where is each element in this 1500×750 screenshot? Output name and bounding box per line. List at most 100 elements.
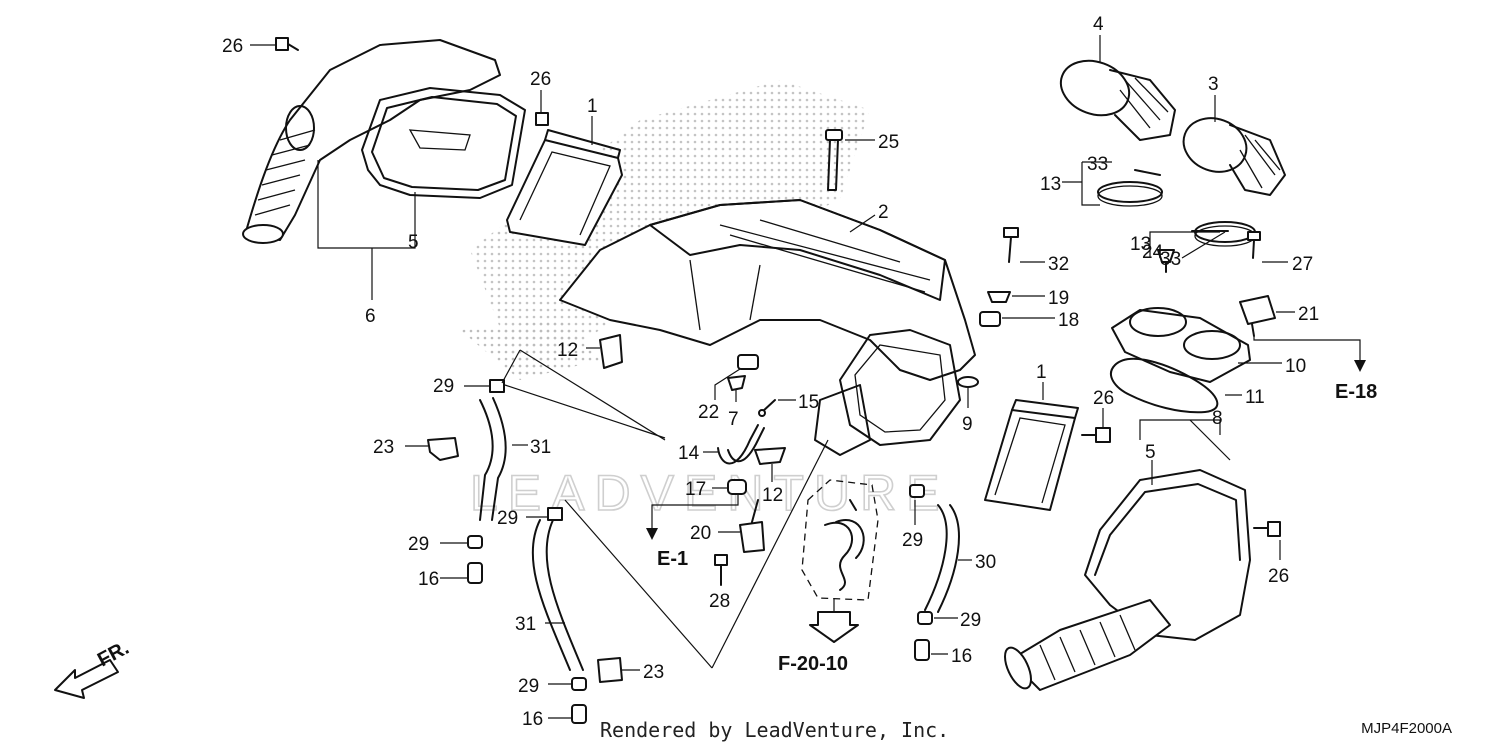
- seal-12-upper: [586, 334, 623, 369]
- diagram-code: MJP4F2000A: [1361, 720, 1452, 737]
- callout: 19: [1048, 288, 1069, 309]
- air-intake-duct-right: [1004, 469, 1251, 691]
- callout: 10: [1285, 356, 1306, 377]
- sensor-21: [1239, 295, 1366, 372]
- f-20-10-group: [801, 479, 879, 643]
- callout: 17: [685, 479, 706, 500]
- bolt-26d: [1253, 521, 1281, 537]
- screw-28: [714, 554, 728, 586]
- spring-18: [979, 311, 1055, 327]
- watermark-text: LEADVENTURE: [470, 465, 950, 521]
- callout-labels: 26 26 1 25 2 6 5 4 3 13 33 13 33 32 27 2…: [222, 14, 1377, 730]
- callout: 8: [1212, 408, 1223, 429]
- callout: 16: [951, 646, 972, 667]
- air-filter-element-lower: [984, 399, 1079, 511]
- callout: 4: [1093, 14, 1104, 35]
- air-filter-element-upper: [506, 129, 623, 246]
- callout: 33: [1160, 249, 1181, 270]
- callout: 12: [557, 340, 578, 361]
- intake-funnel-3: [1182, 117, 1286, 196]
- callout: 16: [522, 709, 543, 730]
- clamp-13-upper: [1097, 169, 1163, 207]
- callout: 21: [1298, 304, 1319, 325]
- callout: 26: [530, 69, 551, 90]
- intake-funnel-4: [1059, 59, 1176, 141]
- callout: 29: [902, 530, 923, 551]
- callout: 29: [960, 610, 981, 631]
- callout: 13: [1040, 174, 1061, 195]
- callout: 20: [690, 523, 711, 544]
- vent-hose-30: [909, 484, 972, 613]
- plug-16-a: [467, 562, 483, 584]
- plug-16-b: [571, 704, 587, 724]
- callout: 3: [1208, 74, 1219, 95]
- callout: 1: [1036, 362, 1047, 383]
- bolt-24: [1157, 249, 1175, 273]
- callout: 1: [587, 96, 598, 117]
- callout: 13: [1130, 234, 1151, 255]
- callout: 12: [762, 485, 783, 506]
- drain-hose-31-lower: [531, 439, 829, 671]
- callout: 14: [678, 443, 700, 464]
- clip-9: [957, 376, 979, 408]
- callout: 26: [222, 36, 243, 57]
- callout: 5: [408, 232, 419, 253]
- callout: 9: [962, 414, 973, 435]
- clamp-29-b: [571, 677, 587, 691]
- callout: 26: [1093, 388, 1114, 409]
- grommet-7: [727, 375, 746, 402]
- footer-credit: Rendered by LeadVenture, Inc.: [600, 718, 950, 742]
- screw-15: [758, 399, 796, 417]
- front-direction-arrow: FR.: [54, 637, 133, 699]
- ref-e18: E-18: [1335, 381, 1377, 403]
- callout: 31: [515, 614, 536, 635]
- gasket-11: [1110, 357, 1242, 414]
- clip-23-upper: [405, 437, 459, 461]
- ref-e1: E-1: [657, 548, 688, 570]
- callout: 15: [798, 392, 819, 413]
- bolt-25: [825, 129, 875, 191]
- callout: 29: [518, 676, 539, 697]
- callout: 11: [1245, 387, 1265, 408]
- bolt-27: [1247, 231, 1261, 259]
- clamp-17: [646, 479, 747, 540]
- callout: 23: [643, 662, 664, 683]
- callout: 30: [975, 552, 996, 573]
- callout: 18: [1058, 310, 1079, 331]
- clamp-29-a: [467, 535, 483, 549]
- tube-14: [703, 424, 765, 465]
- callout: 5: [1145, 442, 1156, 463]
- grommet-19: [987, 291, 1045, 303]
- drain-hose-31-upper: [479, 349, 666, 521]
- callout: 32: [1048, 254, 1069, 275]
- clamp-13-lower: [1191, 221, 1256, 247]
- callout: 29: [497, 508, 518, 529]
- plug-16-c: [914, 639, 930, 661]
- air-intake-duct-left: [242, 39, 526, 244]
- callout: 29: [408, 534, 429, 555]
- ref-f-20-10: F-20-10: [778, 653, 848, 675]
- callout: 27: [1292, 254, 1313, 275]
- bolt-32: [1003, 227, 1045, 263]
- callout: 31: [530, 437, 551, 458]
- sensor-20: [718, 499, 765, 553]
- callout: 22: [698, 402, 719, 423]
- callout: 26: [1268, 566, 1289, 587]
- bolt-26c: [1081, 427, 1111, 443]
- callout: 16: [418, 569, 439, 590]
- intake-joint-plate-10: [1111, 307, 1282, 383]
- callout: 6: [365, 306, 376, 327]
- callout: 29: [433, 376, 454, 397]
- callout: 25: [878, 132, 899, 153]
- callout: 24: [1142, 242, 1164, 263]
- callout: 23: [373, 437, 394, 458]
- leader-6: [317, 160, 416, 249]
- clamp-29-d: [917, 611, 933, 625]
- spring-22: [714, 354, 759, 400]
- callout: 7: [728, 409, 739, 430]
- callout: 28: [709, 591, 730, 612]
- callout: 2: [878, 202, 889, 223]
- clip-23-lower: [597, 657, 640, 683]
- seal-12-lower: [754, 447, 786, 482]
